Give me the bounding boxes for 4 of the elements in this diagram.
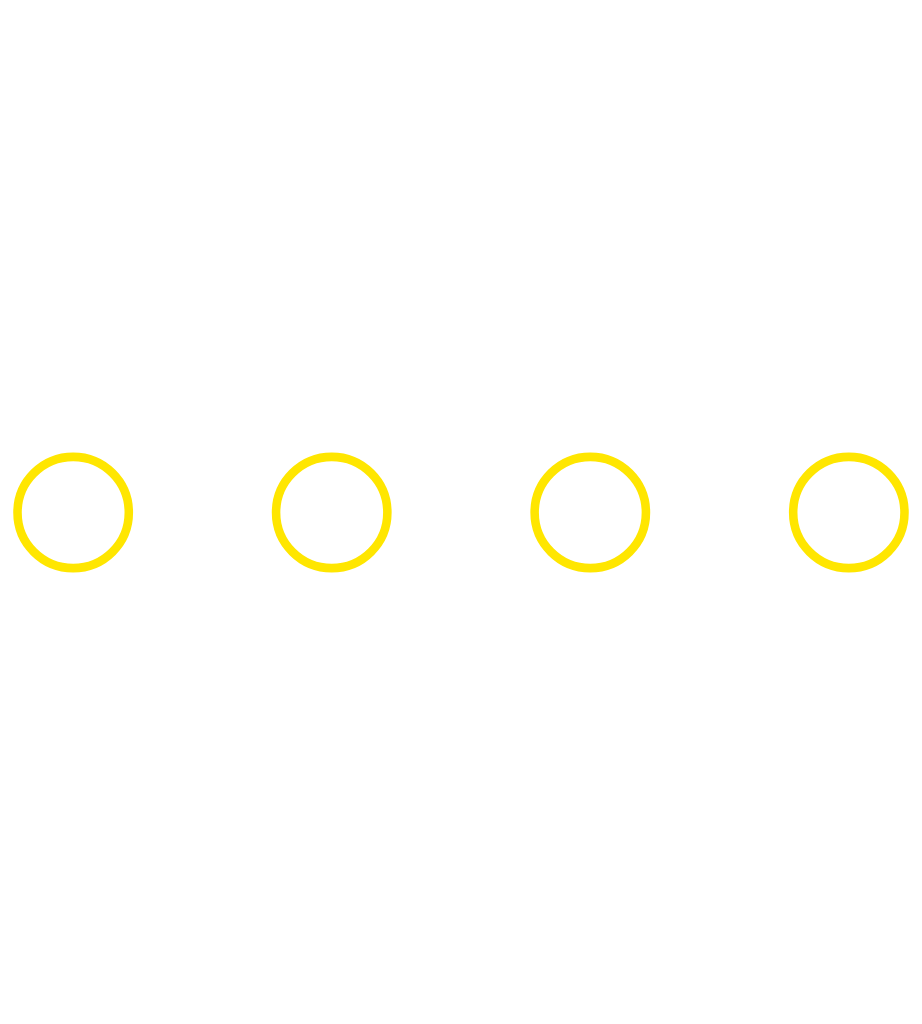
node-person xyxy=(13,452,134,572)
node-person xyxy=(271,452,392,572)
node-person xyxy=(788,452,909,572)
node-person xyxy=(530,452,651,572)
